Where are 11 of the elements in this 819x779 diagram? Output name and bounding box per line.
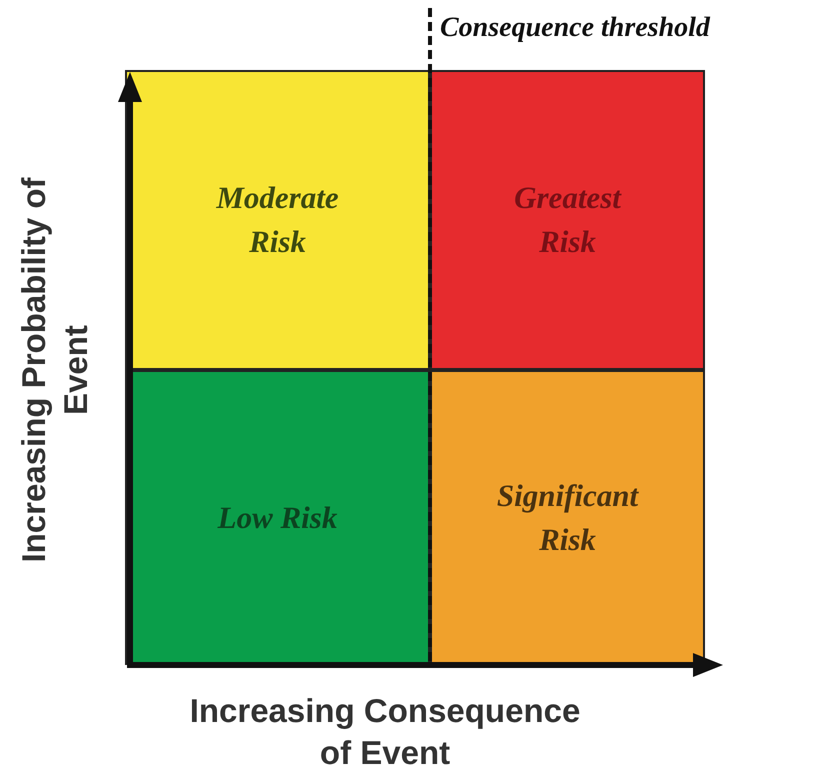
axis-title: Increasing Consequence of Event [188,691,582,773]
risk-label: Significant Risk [496,476,640,558]
risk-quadrant [125,370,430,665]
risk-quadrant [430,70,705,370]
risk-label: Low Risk [216,498,338,536]
threshold-label: Consequence threshold [440,12,710,44]
axis-title: Increasing Probability of Event [14,176,95,565]
risk-label: Greatest Risk [513,179,622,261]
risk-quadrant [125,70,430,370]
risk-quadrant [430,370,705,665]
risk-label: Moderate Risk [215,179,340,261]
